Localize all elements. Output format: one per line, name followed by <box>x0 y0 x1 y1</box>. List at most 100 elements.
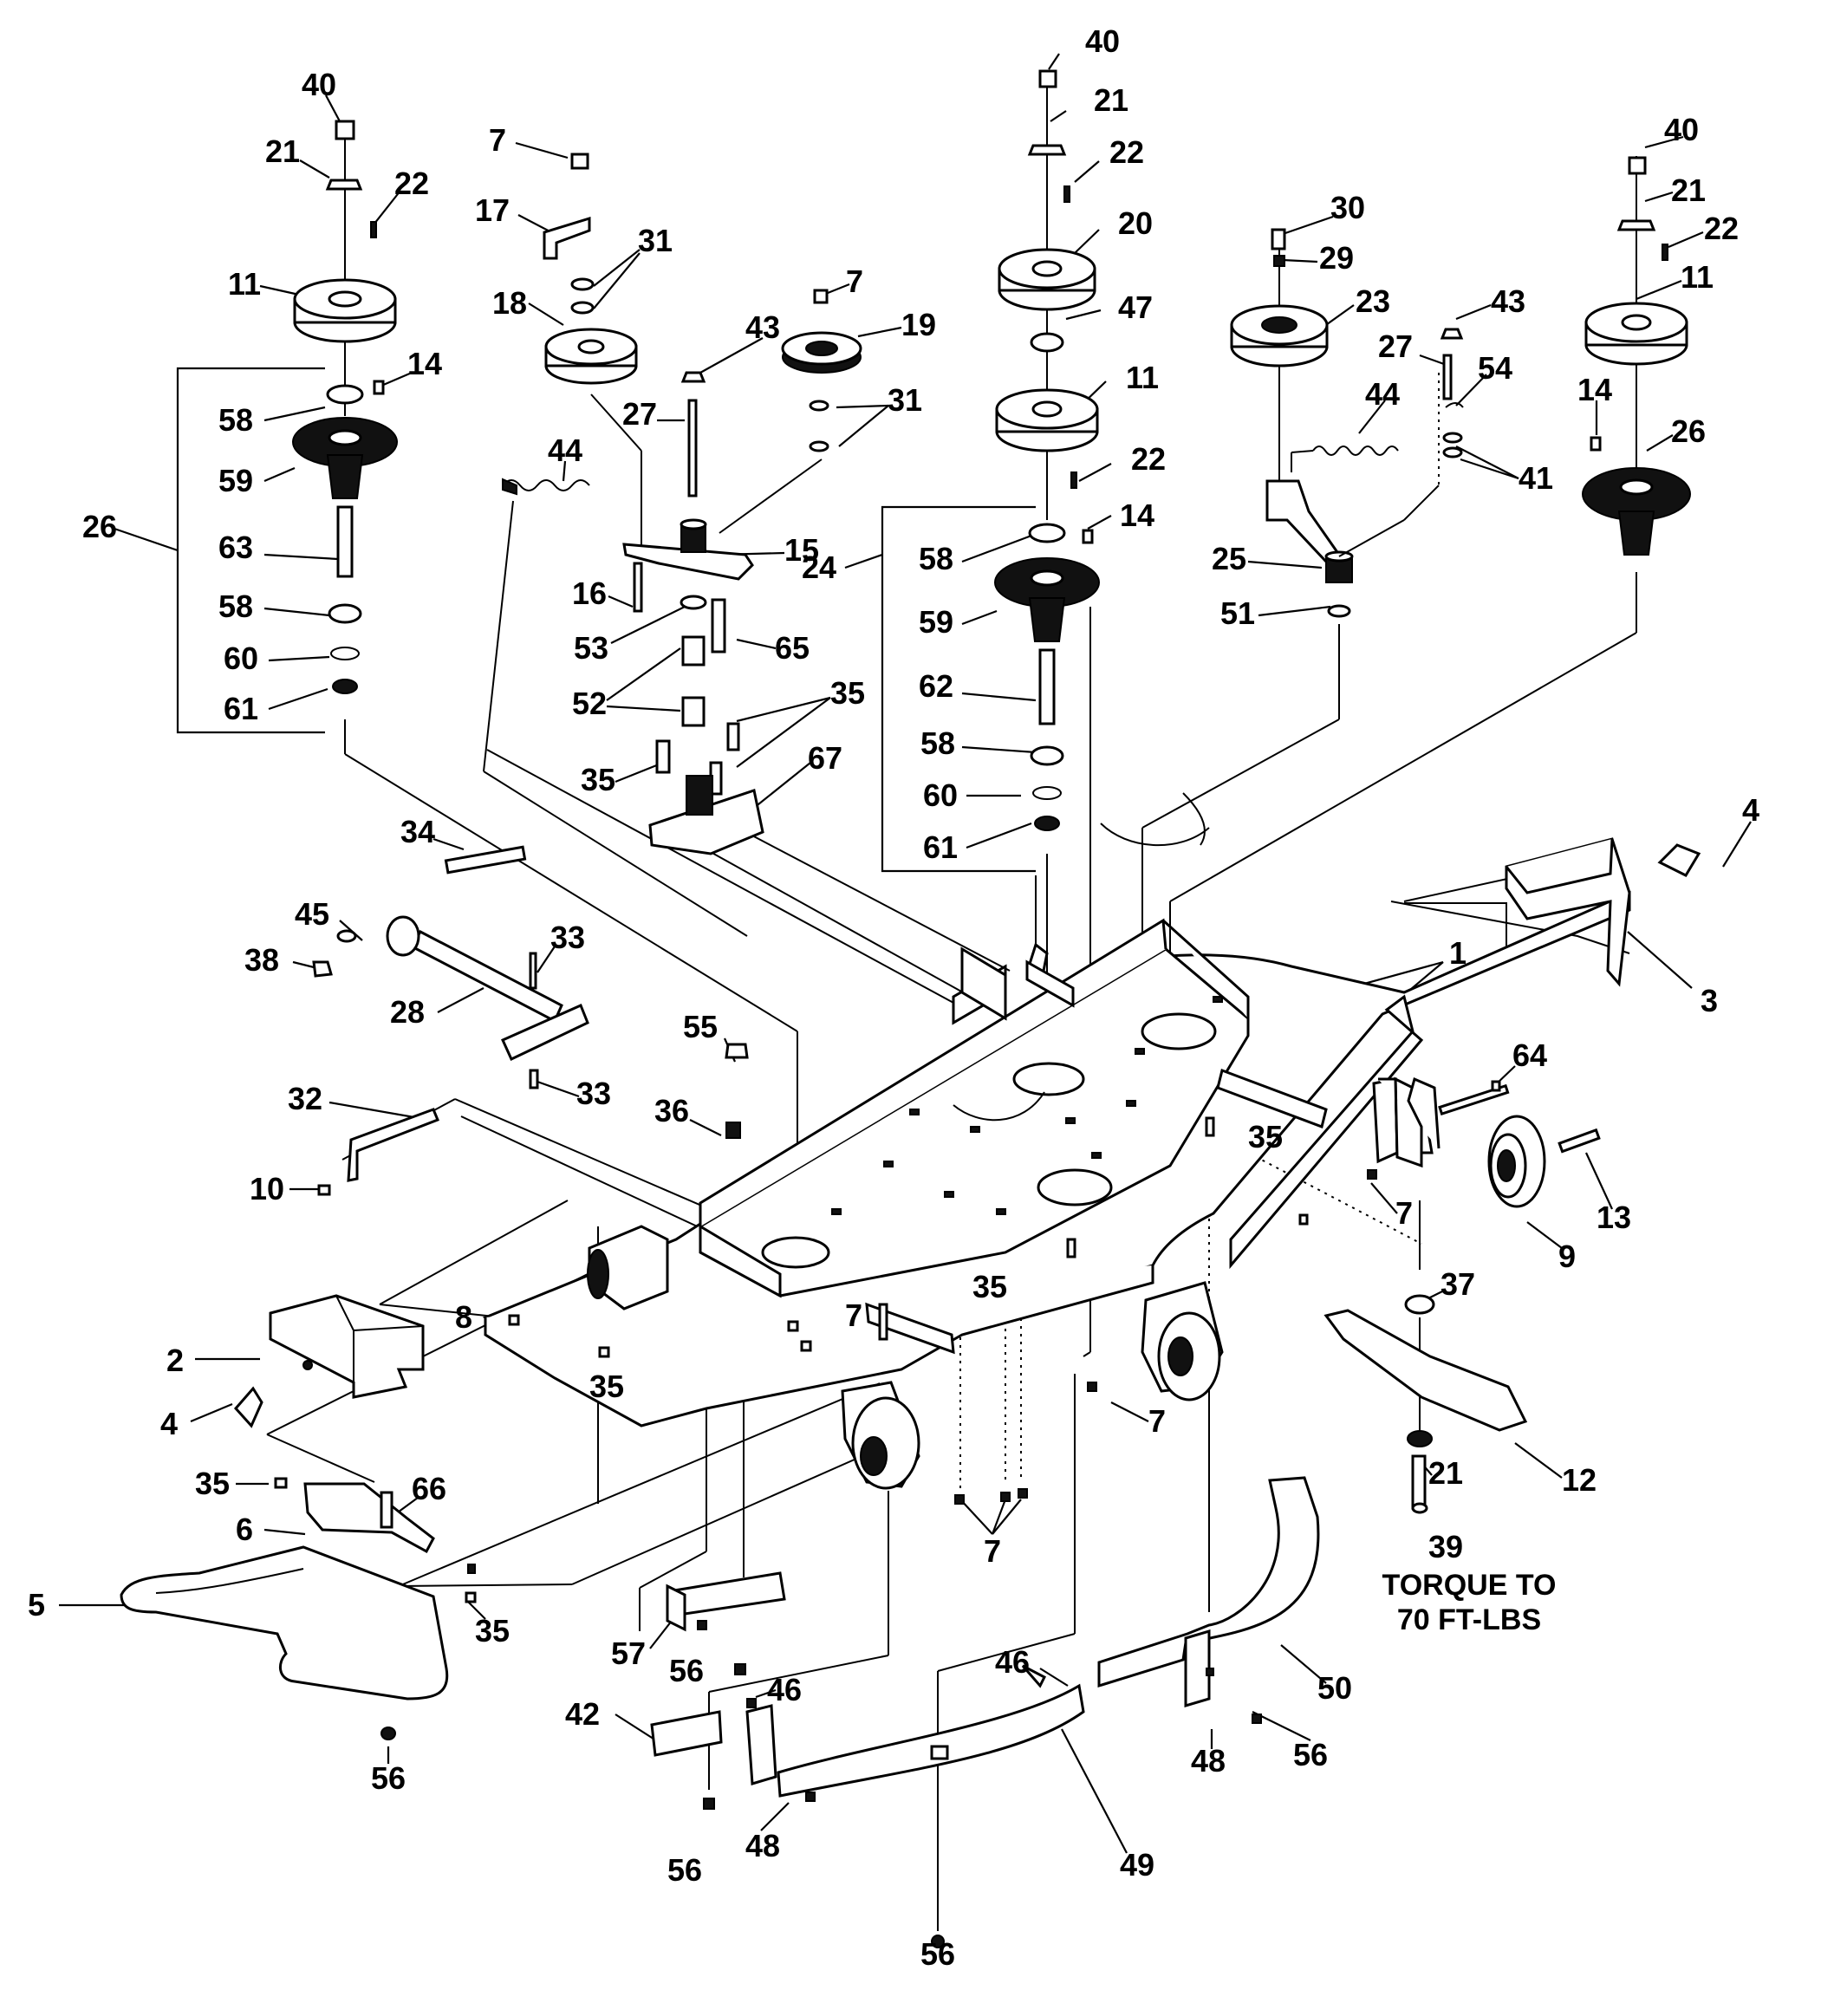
callout-label: 7 <box>1395 1195 1413 1231</box>
callout-label: 21 <box>1428 1455 1463 1491</box>
callout-label: 46 <box>995 1644 1030 1680</box>
callout-label: 7 <box>984 1533 1001 1569</box>
callout-label: 51 <box>1220 595 1255 631</box>
callout-label: 34 <box>400 814 435 849</box>
callout-label: 26 <box>1671 413 1706 449</box>
callout-label: 3 <box>1701 983 1718 1018</box>
right-spindle-assembly <box>1582 156 1691 556</box>
part-28-rod <box>312 845 589 1089</box>
callout-label: 42 <box>565 1696 600 1732</box>
callout-label: 25 <box>1212 541 1246 576</box>
part-6-bracket <box>303 1482 476 1574</box>
mower-deck-housing <box>482 792 1631 1427</box>
callout-label: 35 <box>972 1269 1007 1304</box>
callout-label: 15 <box>784 532 819 568</box>
callout-label: 59 <box>218 463 253 498</box>
callout-label: 30 <box>1330 190 1365 225</box>
callout-label: 57 <box>611 1636 646 1671</box>
callout-label: 17 <box>475 192 510 228</box>
callout-label: 59 <box>919 604 953 640</box>
callout-label: 37 <box>1441 1266 1475 1302</box>
callout-label: 55 <box>683 1009 718 1044</box>
callout-label: 18 <box>492 285 527 321</box>
part-5-discharge-chute <box>120 1545 449 1740</box>
callout-label: 62 <box>919 668 953 704</box>
callout-label: 60 <box>923 777 958 813</box>
callout-label: 11 <box>228 266 261 302</box>
callout-label: 43 <box>745 309 780 345</box>
callout-label: 4 <box>1742 792 1759 828</box>
callout-label: 40 <box>1664 112 1699 147</box>
callout-label: 19 <box>901 307 936 342</box>
callout-label: 58 <box>218 402 253 438</box>
part-wheel-rear-left <box>587 1225 669 1310</box>
part-42-baffle <box>650 1698 816 1810</box>
callout-label: 48 <box>1191 1743 1226 1779</box>
part-9-wheel-right <box>1378 1076 1601 1208</box>
callout-label: 56 <box>920 1936 955 1972</box>
callout-label: 36 <box>654 1093 689 1128</box>
fasteners <box>274 1080 1501 1603</box>
callout-label: 2 <box>166 1343 184 1378</box>
callout-label: 66 <box>412 1471 446 1506</box>
torque-note-line-1: TORQUE TO <box>1382 1569 1557 1602</box>
callout-label: 22 <box>1131 441 1166 477</box>
callout-label: 67 <box>808 740 842 776</box>
callout-label: 54 <box>1478 350 1512 386</box>
callout-label: 48 <box>745 1828 780 1863</box>
callout-label: 40 <box>302 67 336 102</box>
callout-label: 14 <box>407 346 442 381</box>
callout-label: 40 <box>1085 23 1120 59</box>
callout-label: 63 <box>218 530 253 565</box>
callout-label: 21 <box>265 133 300 169</box>
idler-arm-assembly <box>502 153 862 855</box>
callout-label: 28 <box>390 994 425 1030</box>
callout-label: 58 <box>218 589 253 624</box>
right-idler-assembly <box>1230 228 1464 618</box>
callout-label: 27 <box>622 396 657 432</box>
callout-label: 31 <box>638 223 673 258</box>
callout-label: 7 <box>1148 1403 1166 1439</box>
callout-label: 31 <box>888 382 922 418</box>
callout-label: 22 <box>1704 211 1739 246</box>
callout-label: 11 <box>1126 360 1159 395</box>
part-32-bracket <box>317 1108 439 1196</box>
callout-label: 14 <box>1577 372 1612 407</box>
callout-label: 58 <box>919 541 953 576</box>
callout-label: 22 <box>1109 134 1144 170</box>
rear-rails <box>960 946 1075 1021</box>
callout-label: 35 <box>830 675 865 711</box>
callout-label: 35 <box>581 762 615 797</box>
callout-label: 4 <box>160 1406 178 1441</box>
callout-label: 56 <box>1293 1737 1328 1772</box>
callout-label: 39 <box>1428 1529 1463 1564</box>
callout-label: 56 <box>669 1653 704 1688</box>
callout-label: 61 <box>224 691 258 726</box>
callout-label: 6 <box>236 1512 253 1547</box>
callout-label: 23 <box>1356 283 1390 319</box>
part-55-bolt <box>725 1043 749 1139</box>
callout-label: 10 <box>250 1171 284 1206</box>
callout-label: 7 <box>489 122 506 158</box>
part-9-wheel-left <box>841 1381 920 1490</box>
callout-label: 35 <box>589 1369 624 1404</box>
callout-label: 44 <box>1365 376 1400 412</box>
callout-label: 29 <box>1319 240 1354 276</box>
callout-label: 50 <box>1317 1670 1352 1706</box>
callout-label: 41 <box>1519 460 1553 496</box>
callout-label: 5 <box>28 1587 45 1623</box>
callout-label: 45 <box>295 896 329 932</box>
callout-label: 27 <box>1378 328 1413 364</box>
torque-note-line-2: 70 FT-LBS <box>1397 1603 1541 1636</box>
callout-label: 21 <box>1094 82 1128 118</box>
callout-label: 35 <box>195 1466 230 1501</box>
callout-label: 21 <box>1671 172 1706 208</box>
callout-label: 61 <box>923 829 958 865</box>
callout-label: 9 <box>1558 1239 1576 1274</box>
callout-label: 52 <box>572 686 607 721</box>
callout-label: 7 <box>845 1297 862 1333</box>
part-49-baffle <box>777 1683 1085 1948</box>
callout-label: 32 <box>288 1081 322 1116</box>
part-2-shield <box>233 1294 425 1428</box>
